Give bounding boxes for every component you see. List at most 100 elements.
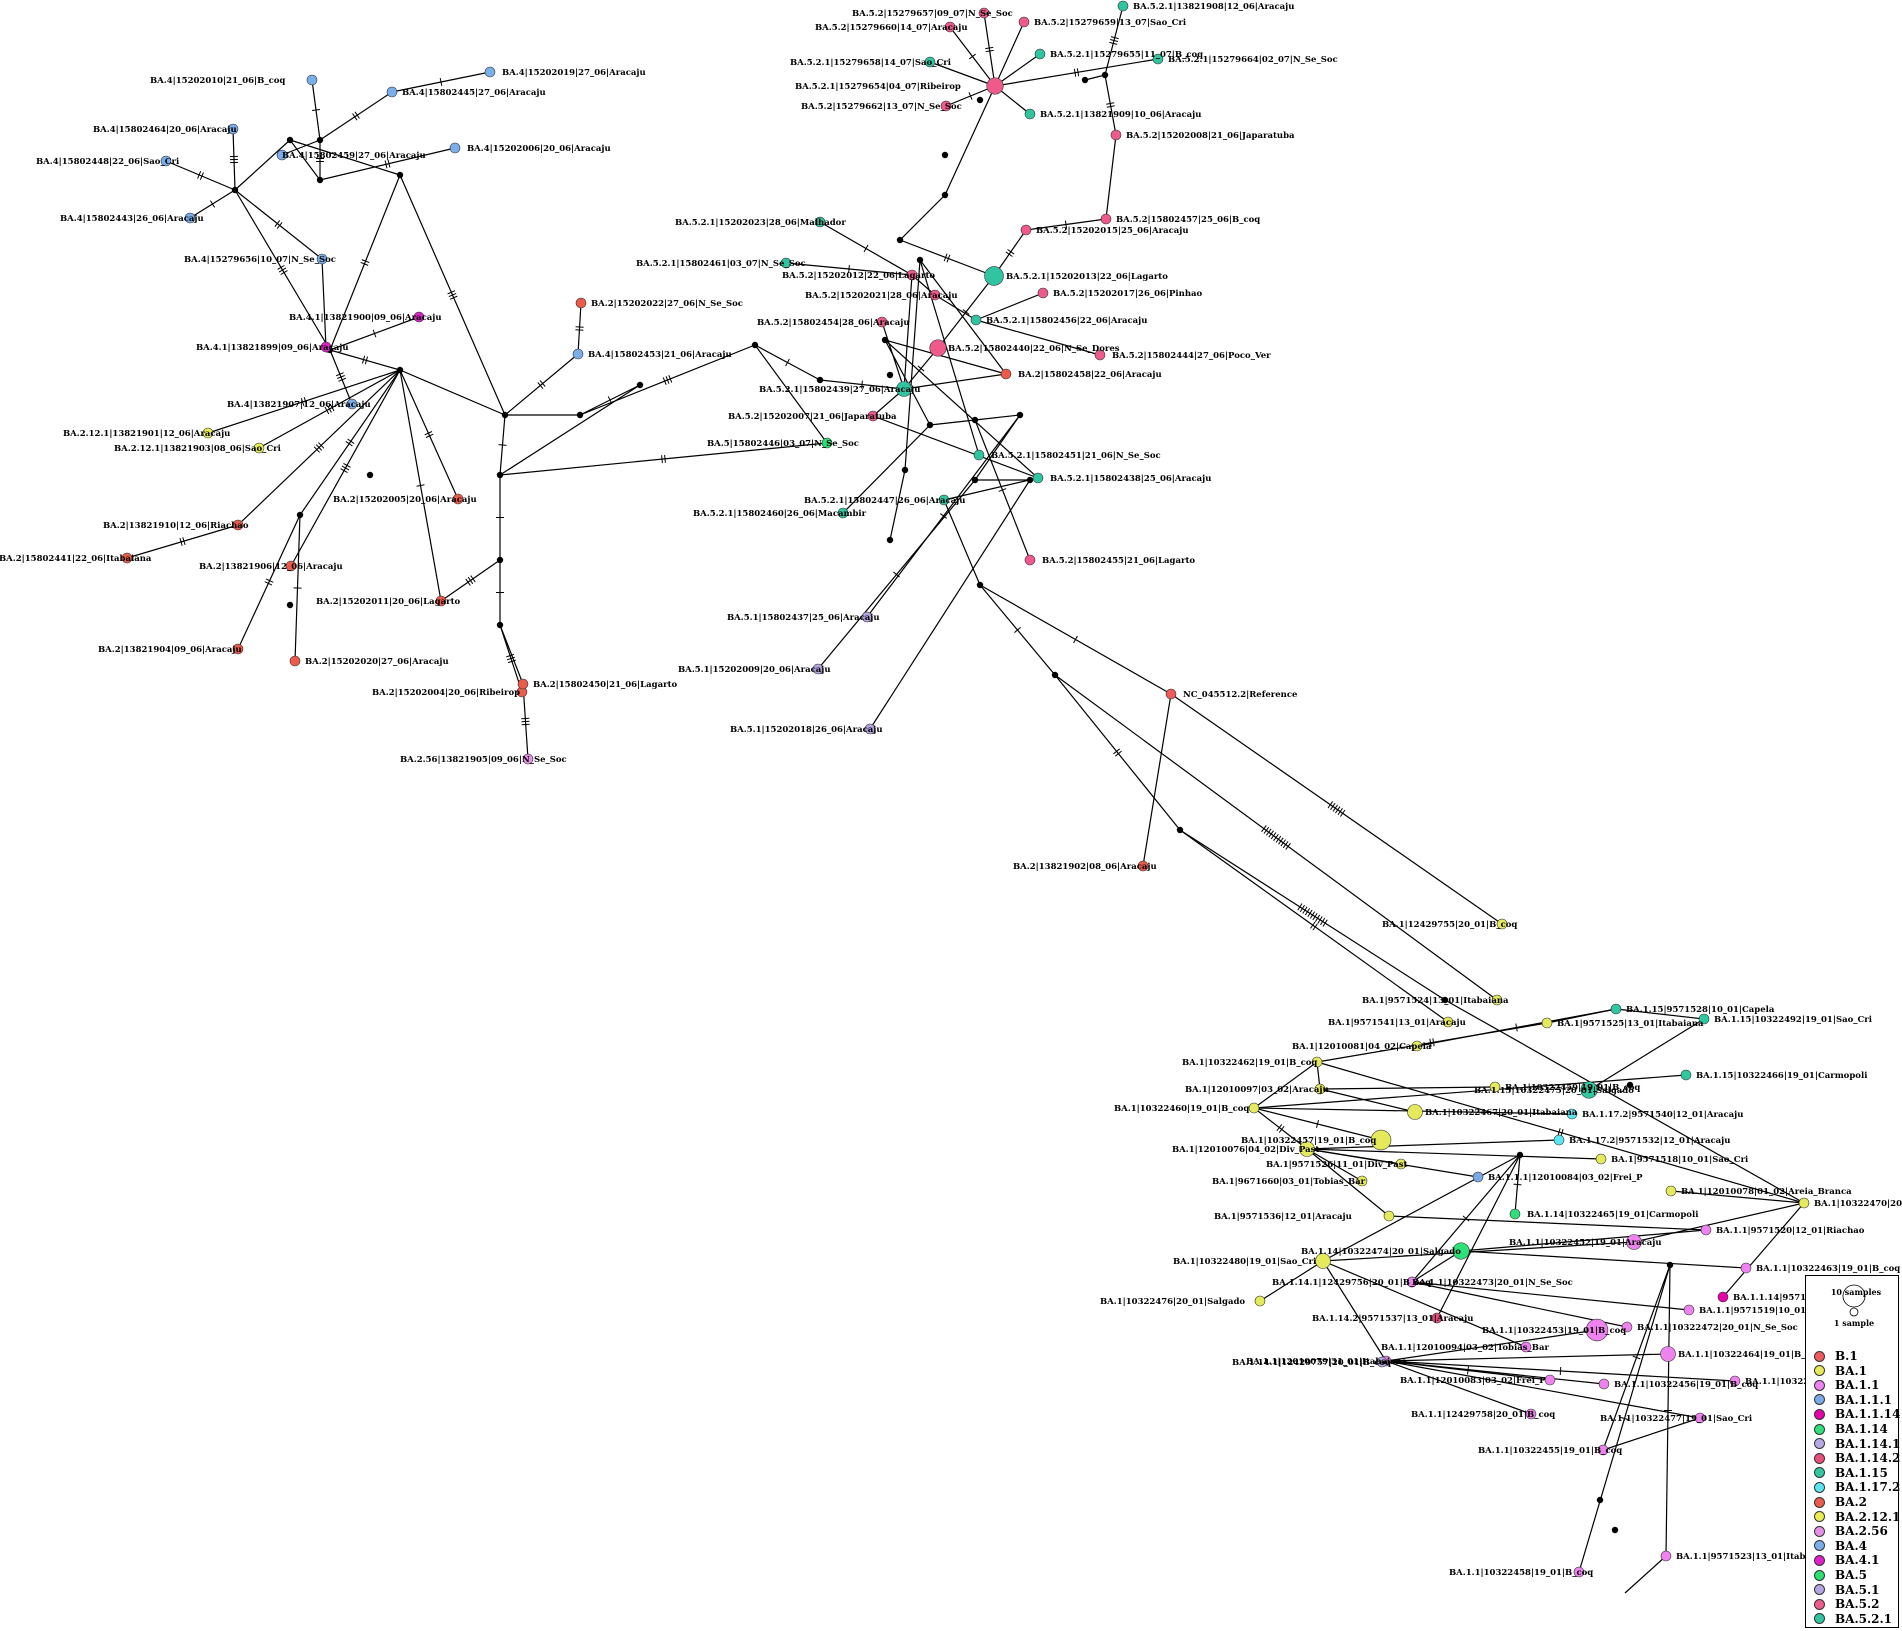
legend-swatch	[1814, 1598, 1825, 1610]
sample-node	[1566, 1108, 1578, 1120]
sample-node	[1694, 1412, 1706, 1424]
network-edge	[1385, 1329, 1598, 1362]
mutation-tick	[1073, 68, 1077, 77]
sample-label: BA.5.2|15279660|14_07|Aracaju	[815, 23, 968, 33]
median-vector-node	[1441, 996, 1449, 1004]
mutation-tick	[448, 292, 457, 298]
network-edge	[399, 369, 506, 416]
network-edge	[899, 239, 995, 277]
sample-label: BA.1|9571518|10_01|Sao_Cri	[1611, 1155, 1749, 1165]
legend-entry: BA.1.1.1	[1814, 1392, 1892, 1408]
mutation-tick	[498, 444, 507, 446]
sample-node	[1626, 1234, 1642, 1250]
network-edge	[899, 194, 946, 241]
legend-swatch	[1814, 1569, 1825, 1581]
mutation-tick	[1285, 842, 1291, 850]
median-vector-node	[296, 511, 304, 519]
sample-label: BA.2|15202004|20_06|Ribeirop	[372, 688, 520, 698]
sample-node	[1311, 1056, 1323, 1068]
network-edge	[1322, 1154, 1521, 1262]
sample-node	[1032, 472, 1044, 484]
sample-label: BA.1.15|10322492|19_01|Sao_Cri	[1714, 1015, 1873, 1025]
network-edge	[1722, 1202, 1805, 1298]
mutation-tick	[1113, 748, 1120, 755]
sample-label: BA.5.2|15802457|25_06|B_coq	[1116, 215, 1260, 225]
mutation-tick	[387, 159, 391, 168]
mutation-tick	[318, 442, 325, 449]
mutation-tick	[1320, 917, 1326, 926]
sample-label: BA.5.2|15279657|09_07|N_Se_Soc	[852, 9, 1013, 19]
sample-label: BA.5.2.1|15279655|11_07|B_coq	[1050, 50, 1203, 60]
median-vector-node	[576, 411, 584, 419]
legend-label: BA.1.15	[1835, 1465, 1888, 1480]
sample-node	[227, 123, 239, 135]
legend-entry: BA.1.14.2	[1814, 1450, 1900, 1466]
sample-label: BA.1.1|12429758|20_01|B_coq	[1411, 1410, 1555, 1420]
sample-node	[1729, 1375, 1741, 1387]
legend-swatch	[1814, 1452, 1825, 1464]
mutation-tick	[1268, 830, 1274, 838]
sample-node	[306, 74, 318, 86]
sample-label: BA.5.2|15202017|26_06|Pinhao	[1053, 289, 1203, 299]
mutation-tick	[1280, 839, 1287, 847]
sample-label: BA.1.14.1|12429757|20_01|B_coq	[1232, 1358, 1391, 1368]
mutation-tick	[274, 220, 281, 228]
mutation-tick	[1276, 1124, 1283, 1132]
legend-entry: BA.5.2	[1814, 1596, 1880, 1612]
sample-node	[522, 753, 534, 765]
mutation-tick	[416, 484, 425, 487]
network-edge	[872, 415, 1039, 479]
sample-label: BA.4|15802445|27_06|Aracaju	[402, 88, 546, 98]
mutation-tick	[1106, 102, 1115, 105]
network-edge	[994, 21, 1025, 87]
sample-node	[1472, 1171, 1484, 1183]
sample-node	[1496, 918, 1508, 930]
sample-node	[867, 410, 879, 422]
median-vector-node	[496, 471, 504, 479]
network-edge	[903, 274, 913, 390]
mutation-tick	[1317, 916, 1323, 924]
sample-label: BA.5.2|15202007|21_06|Japaratuba	[728, 412, 897, 422]
sample-label: BA.5.1|15202009|20_06|Aracaju	[678, 665, 831, 675]
mutation-tick	[361, 355, 366, 364]
sample-label: BA.4|15202010|21_06|B_coq	[150, 76, 285, 86]
mutation-tick	[424, 431, 433, 436]
network-edge	[919, 259, 1007, 375]
mutation-tick	[1309, 911, 1316, 919]
sample-label: BA.1|9671660|03_01|Tobias_Bar	[1212, 1177, 1366, 1187]
sample-node	[1489, 1081, 1501, 1093]
sample-label: BA.1.1|10322453|19_01|B_coq	[1482, 1326, 1626, 1336]
node-labels: BA.4|15202010|21_06|B_coqBA.4|15802445|2…	[0, 2, 1902, 1578]
mutation-tick	[1432, 1038, 1435, 1047]
network-edge	[975, 319, 1101, 356]
network-edge	[1388, 1215, 1707, 1231]
mutation-tick	[352, 113, 358, 121]
sample-label: BA.1|9571536|12_01|Aracaju	[1214, 1212, 1352, 1222]
sample-label: BA.5.2.1|13821908|12_06|Aracaju	[1133, 2, 1294, 12]
legend-label: BA.5.2.1	[1835, 1611, 1893, 1626]
mutation-tick	[1273, 833, 1279, 842]
mutation-tick	[343, 462, 351, 468]
sample-node	[861, 611, 873, 623]
median-vector-node	[751, 341, 759, 349]
sample-label: BA.1|9571525|13_01|Itabaiana	[1557, 1019, 1704, 1029]
network-edge	[329, 349, 401, 371]
mutation-tick	[1304, 908, 1311, 916]
sample-label: BA.1.1|10322473|20_01|N_Se_Soc	[1412, 1278, 1573, 1288]
network-edge	[994, 58, 1159, 87]
median-vector-node	[971, 476, 979, 484]
network-edge	[577, 302, 582, 355]
mutation-tick	[360, 261, 369, 266]
legend-label: BA.1.1.1	[1835, 1392, 1893, 1407]
median-vector-node	[316, 176, 324, 184]
network-edge	[319, 147, 456, 181]
sample-node	[1595, 1153, 1607, 1165]
sample-label: BA.5.2|15202008|21_06|Japaratuba	[1126, 131, 1295, 141]
sample-node	[1597, 1444, 1609, 1456]
sample-node	[1110, 129, 1122, 141]
sample-node	[1000, 368, 1012, 380]
median-vector-node	[366, 471, 374, 479]
sample-node	[1117, 0, 1129, 12]
sample-node	[1798, 1197, 1810, 1209]
legend-label: BA.4	[1835, 1538, 1867, 1553]
